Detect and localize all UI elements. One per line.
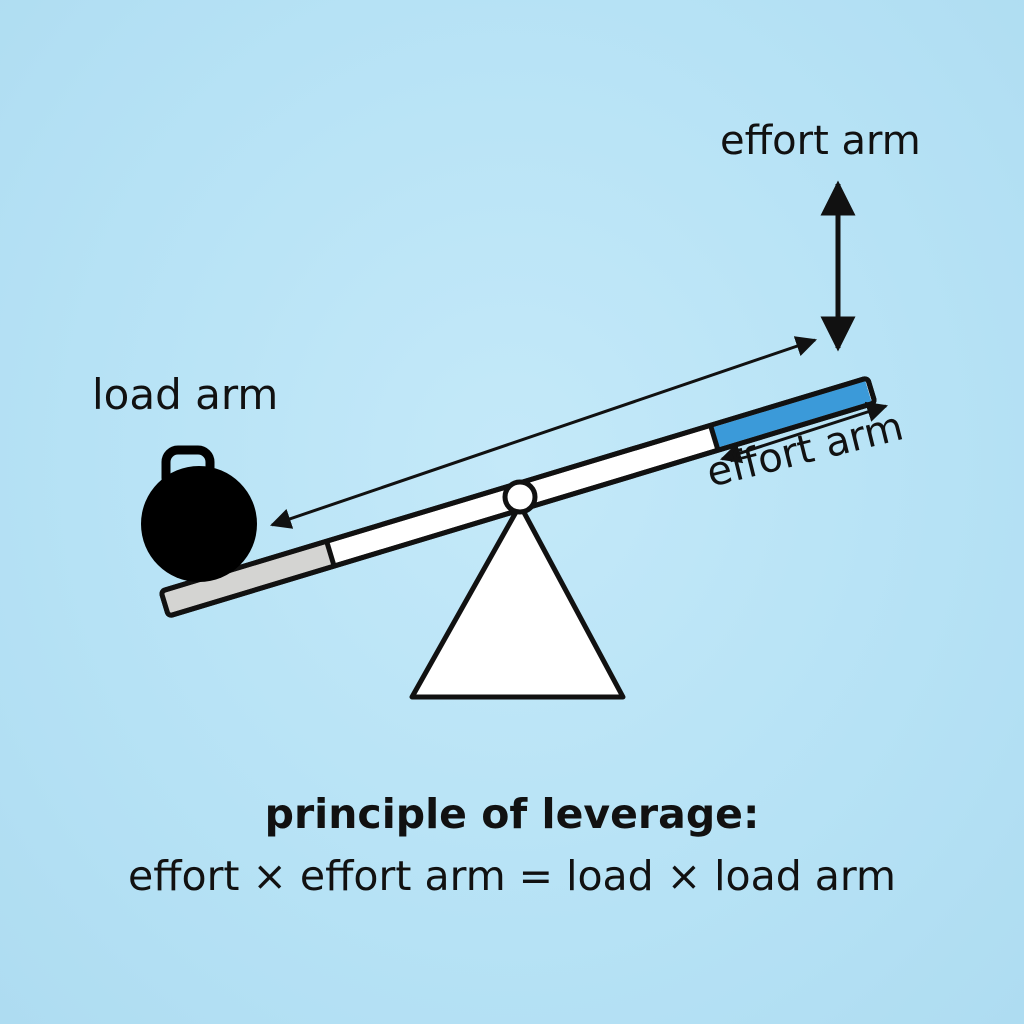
- caption-title: principle of leverage:: [264, 790, 760, 838]
- fulcrum-icon: [409, 502, 626, 700]
- effort-arm-label-top: effort arm: [720, 118, 921, 164]
- effort-arm-arrow: [720, 401, 888, 464]
- pivot-icon: [502, 479, 538, 515]
- load-arm-label: load arm: [92, 370, 279, 419]
- load-arm-segment: [163, 543, 334, 614]
- load-arm-arrow: [270, 336, 817, 529]
- caption-formula: effort × effort arm = load × load arm: [128, 852, 896, 900]
- weight-icon: [141, 445, 257, 582]
